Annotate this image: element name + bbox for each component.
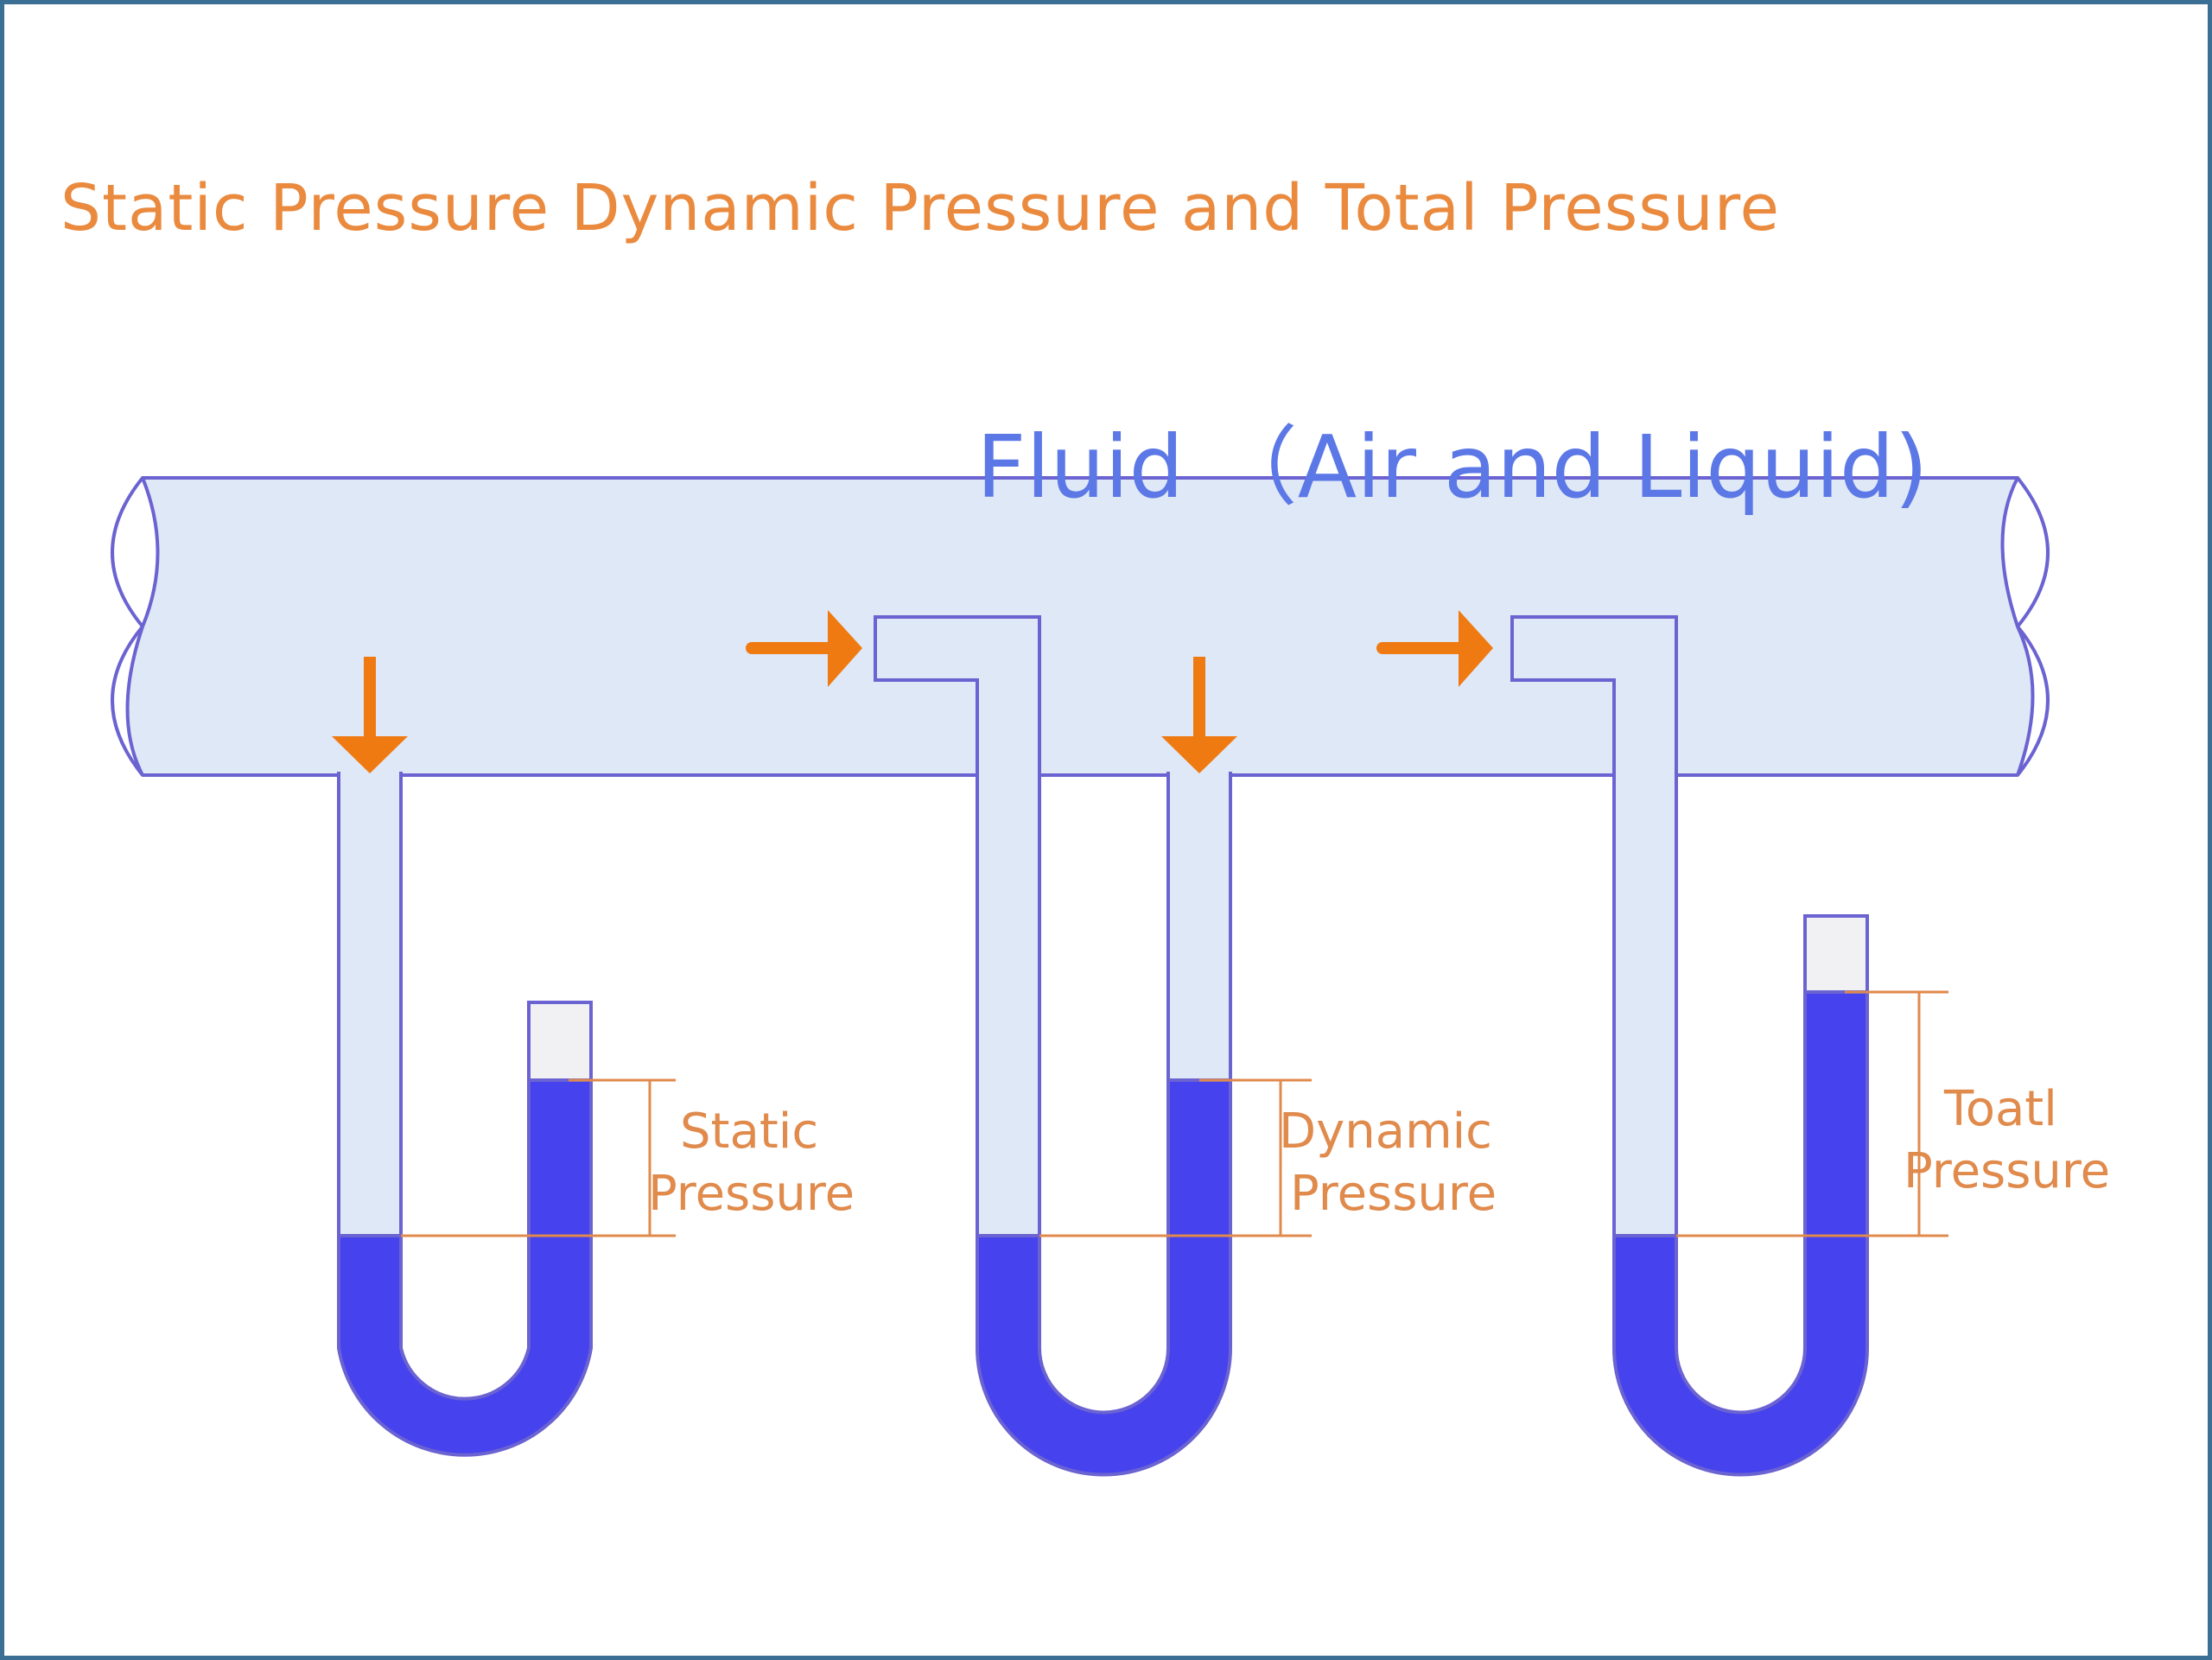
total-right-leg-empty: [1803, 914, 1869, 994]
dynamic-u-liquid: [976, 1078, 1232, 1477]
dynamic-label-line1: Dynamic: [1279, 1103, 1492, 1160]
static-junction: [340, 771, 399, 779]
down-arrow-icon: [1161, 657, 1237, 773]
pipe-left-cut-upper: [111, 476, 144, 628]
manometer-total: Toatl Pressure: [1376, 610, 2110, 1477]
dynamic-junction: [1170, 771, 1229, 779]
static-left-leg: [337, 772, 403, 1237]
diagram-title: Static Pressure Dynamic Pressure and Tot…: [60, 171, 1781, 245]
down-arrow-icon: [332, 657, 408, 773]
static-right-leg-empty: [527, 1001, 593, 1082]
total-label-line2: Pressure: [1904, 1143, 2110, 1199]
pipe-label: Fluid （Air and Liquid): [976, 417, 1928, 518]
right-arrow-icon: [1376, 610, 1493, 687]
static-label-line2: Pressure: [648, 1166, 855, 1222]
right-arrow-icon: [746, 610, 862, 687]
pipe-left-cut-lower: [111, 625, 144, 777]
total-label-line1: Toatl: [1943, 1081, 2057, 1137]
pipe-right-cut-lower: [2016, 625, 2050, 777]
dynamic-right-leg: [1166, 772, 1232, 1082]
static-label-line1: Static: [680, 1103, 818, 1160]
manometer-static: Static Pressure: [332, 657, 855, 1457]
pipe-right-cut-upper: [2016, 476, 2050, 628]
static-u-liquid: [337, 1078, 593, 1457]
total-u-liquid: [1612, 990, 1869, 1477]
dynamic-label-line2: Pressure: [1290, 1166, 1497, 1222]
manometer-dynamic: Dynamic Pressure: [746, 610, 1497, 1477]
fluid-pipe: [111, 476, 2050, 777]
